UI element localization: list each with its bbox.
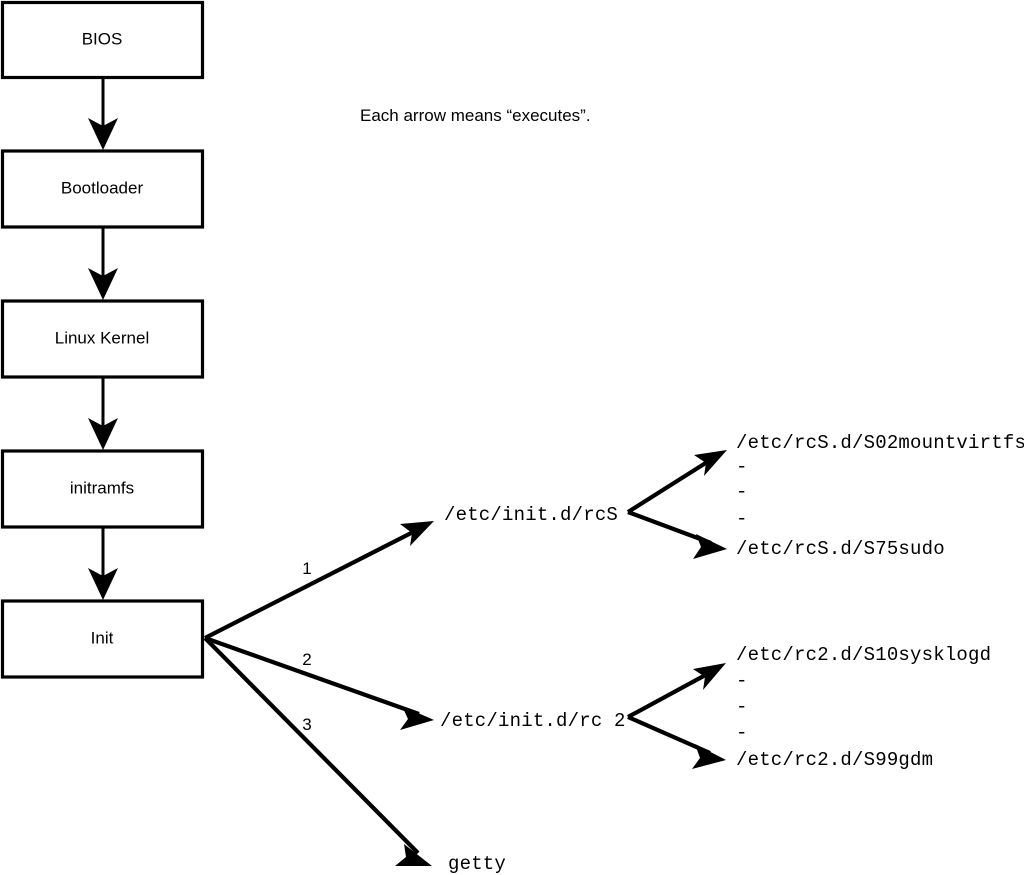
branch-target-getty-label: getty: [448, 853, 506, 875]
node-bios[interactable]: BIOS: [0, 0, 205, 80]
arrow-init-to-rcs: 1: [204, 521, 434, 640]
arrow-rcs-to-last-script: [627, 510, 727, 559]
branch-target-rcs-label: /etc/init.d/rcS: [444, 504, 618, 526]
rcs-ellipsis-dash-3: -: [736, 508, 747, 530]
node-init-rect[interactable]: [0, 599, 205, 679]
rcs-ellipsis-dash-2: -: [736, 481, 747, 503]
edge-number-3: 3: [302, 715, 311, 734]
arrow-init-to-getty: 3: [203, 636, 432, 866]
rcs-ellipsis-dash-1: -: [736, 456, 747, 478]
node-bootloader-label: Bootloader: [61, 178, 144, 197]
rc2-ellipsis-dash-3: -: [736, 722, 747, 744]
vertical-arrows-group: [88, 79, 118, 600]
node-initramfs[interactable]: initramfs: [0, 449, 205, 529]
node-initramfs-label: initramfs: [70, 478, 134, 497]
rc2-ellipsis-dash-1: -: [736, 670, 747, 692]
edge-number-1: 1: [302, 559, 311, 578]
arrow-rcs-to-first-script: [626, 450, 727, 514]
rc2-scripts-group: /etc/rc2.d/S10sysklogd - - - /etc/rc2.d/…: [626, 644, 991, 771]
node-init[interactable]: Init: [0, 599, 205, 679]
edge-number-2: 2: [302, 650, 311, 669]
arrow-rc2-to-first-script: [626, 663, 726, 719]
node-bootloader-rect[interactable]: [0, 149, 205, 229]
boot-chain-group: BIOS Bootloader Linux Kernel initramfs I…: [0, 0, 205, 679]
branch-targets-group: /etc/init.d/rcS /etc/init.d/rc 2 getty: [440, 504, 626, 875]
arrow-rc2-to-last-script: [627, 715, 726, 769]
rc2-ellipsis-dash-2: -: [736, 696, 747, 718]
node-initramfs-rect[interactable]: [0, 449, 205, 529]
rc2-first-script-label: /etc/rc2.d/S10sysklogd: [736, 644, 991, 666]
arrow-bootloader-to-kernel: [88, 228, 118, 300]
node-linux-kernel-rect[interactable]: [0, 299, 205, 379]
node-init-label: Init: [91, 628, 114, 647]
rcs-last-script-label: /etc/rcS.d/S75sudo: [736, 538, 945, 560]
node-bootloader[interactable]: Bootloader: [0, 149, 205, 229]
node-bios-rect[interactable]: [0, 0, 205, 80]
rcs-first-script-label: /etc/rcS.d/S02mountvirtfs: [736, 432, 1024, 454]
branch-target-rc2-label: /etc/init.d/rc 2: [440, 710, 626, 732]
init-fanout-group: 1 2 3: [203, 521, 434, 866]
arrow-bios-to-bootloader: [88, 79, 118, 150]
node-bios-label: BIOS: [82, 29, 123, 48]
diagram-note: Each arrow means “executes”.: [360, 106, 591, 125]
arrow-init-to-rc2: 2: [204, 636, 434, 730]
rcs-scripts-group: /etc/rcS.d/S02mountvirtfs - - - /etc/rcS…: [626, 432, 1024, 560]
arrow-kernel-to-initramfs: [88, 378, 118, 450]
arrow-initramfs-to-init: [88, 528, 118, 600]
node-linux-kernel-label: Linux Kernel: [55, 328, 150, 347]
rc2-last-script-label: /etc/rc2.d/S99gdm: [736, 749, 933, 771]
node-linux-kernel[interactable]: Linux Kernel: [0, 299, 205, 379]
